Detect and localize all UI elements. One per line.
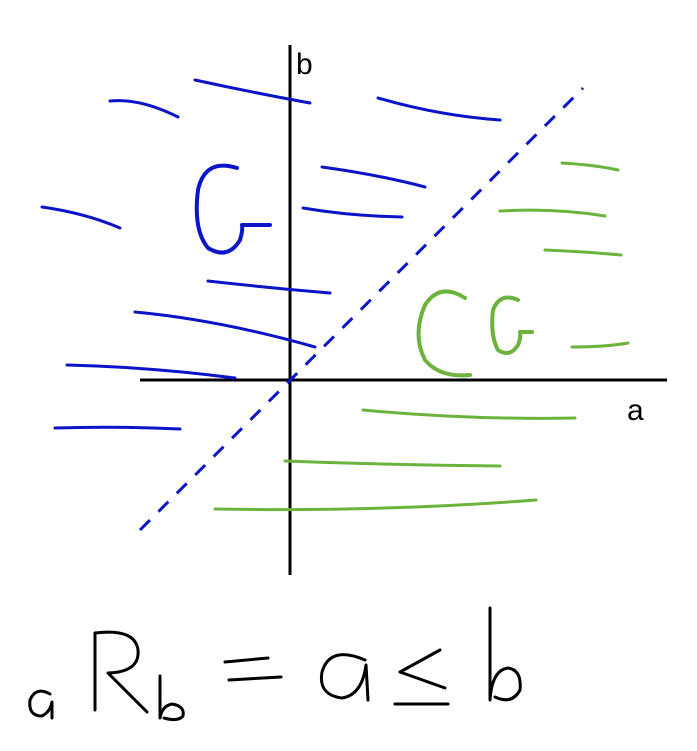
- region-cg-hatching: [213, 161, 630, 512]
- y-axis-label: b: [296, 48, 313, 81]
- region-g-hatching: [40, 78, 502, 431]
- diagonal-line: [138, 86, 585, 532]
- region-g-label: [194, 163, 272, 255]
- formula-handwritten: [28, 606, 522, 722]
- x-axis-label: a: [627, 394, 644, 427]
- region-cg-label: [416, 289, 534, 378]
